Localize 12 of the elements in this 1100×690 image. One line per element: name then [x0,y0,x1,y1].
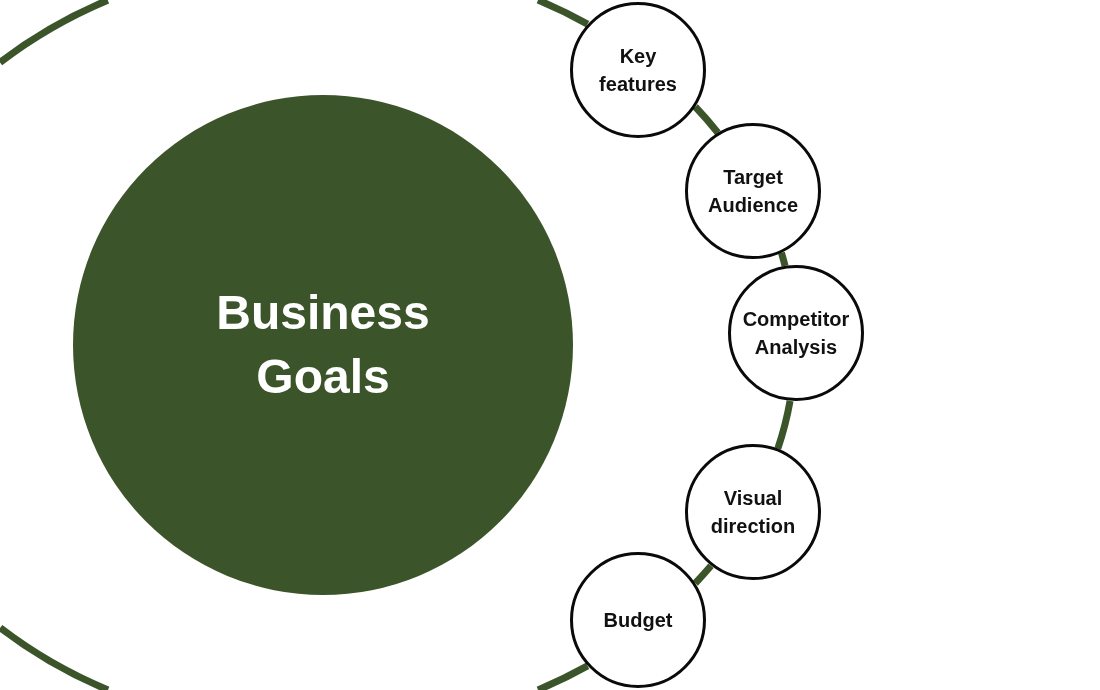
node-label: Visual direction [709,486,797,539]
node-label: Business Goals [215,285,431,405]
node-label: Competitor Analysis [741,307,851,360]
connector-line [536,0,590,28]
connector-line [692,563,714,586]
node-label: Target Audience [707,165,799,218]
connector-line [692,104,721,135]
node-label: Budget [603,608,673,633]
connector-line [774,400,794,450]
connector-line [778,251,789,267]
node-label: Key features [598,44,678,97]
connector-line [536,662,590,690]
